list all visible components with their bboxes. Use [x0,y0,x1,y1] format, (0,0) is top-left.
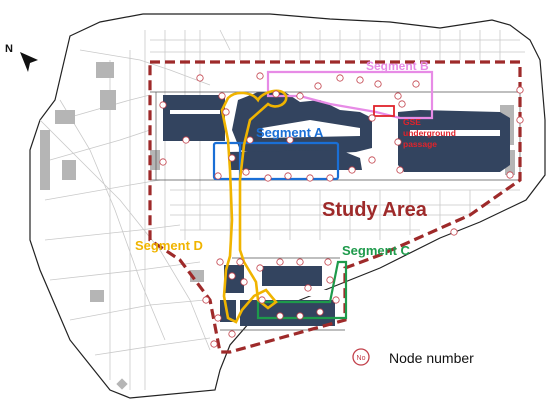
node-marker [264,174,272,182]
segment-d-label: Segment D [135,238,203,253]
study-area-boundary [148,60,522,354]
node-marker [516,116,524,124]
node-marker [214,172,222,180]
segment-d-route [220,89,288,324]
node-marker [396,166,404,174]
node-marker [272,90,280,98]
node-marker [296,258,304,266]
study-area-label: Study Area [322,199,428,221]
node-marker [182,136,190,144]
node-marker [202,296,210,304]
node-marker [394,92,402,100]
node-marker [159,158,167,166]
node-marker [332,296,340,304]
legend: No Node number [352,348,474,366]
node-marker [240,278,248,286]
node-marker [256,264,264,272]
node-marker [368,156,376,164]
node-marker [236,258,244,266]
node-marker [314,82,322,90]
north-arrow-icon [20,52,38,72]
node-marker [210,340,218,348]
north-arrow: N [5,43,38,72]
terminal-d-left [224,265,244,293]
node-marker [216,258,224,266]
segment-c-label: Segment C [342,243,411,258]
node-marker [159,101,167,109]
terminal-left-block [163,95,225,141]
node-marker [450,228,458,236]
node-marker [506,171,514,179]
node-marker [336,74,344,82]
node-marker [368,114,376,122]
node-marker [398,100,406,108]
terminal-gaps [170,110,500,296]
node-marker [228,330,236,338]
gse-label: GSE underground passage [403,117,456,149]
node-marker [306,174,314,182]
segment-b-label: Segment B [366,59,429,73]
segment-c-route [256,260,348,320]
legend-node-symbol [352,348,370,366]
node-marker [242,168,250,176]
terminal-c-top [262,266,322,286]
gse-label-line-2: underground [403,128,456,138]
gse-passage-box [373,105,395,117]
legend-node-symbol-text: No [357,355,366,362]
node-markers [159,72,524,348]
terminal-lower-pier [228,150,362,170]
node-marker [246,136,254,144]
node-marker [326,276,334,284]
terminal-right [398,110,510,172]
node-marker [218,92,226,100]
node-marker [276,312,284,320]
node-marker [296,92,304,100]
node-marker [284,172,292,180]
node-marker [296,312,304,320]
node-marker [394,138,402,146]
gse-label-line-1: GSE [403,117,421,127]
node-marker [516,86,524,94]
node-marker [316,308,324,316]
node-marker [412,80,420,88]
node-marker [374,80,382,88]
node-marker [228,272,236,280]
node-marker [356,76,364,84]
node-marker [222,108,230,116]
node-marker [326,174,334,182]
node-marker [348,166,356,174]
node-marker [214,314,222,322]
segment-a-label: Segment A [256,125,324,140]
gse-label-line-3: passage [403,139,437,149]
legend-label: Node number [389,350,474,366]
node-marker [228,154,236,162]
node-marker [286,136,294,144]
node-marker [258,296,266,304]
north-label: N [5,43,13,55]
node-marker [276,258,284,266]
airport-outline [29,13,546,399]
node-marker [324,258,332,266]
node-marker [196,74,204,82]
node-marker [304,284,312,292]
node-marker [256,72,264,80]
